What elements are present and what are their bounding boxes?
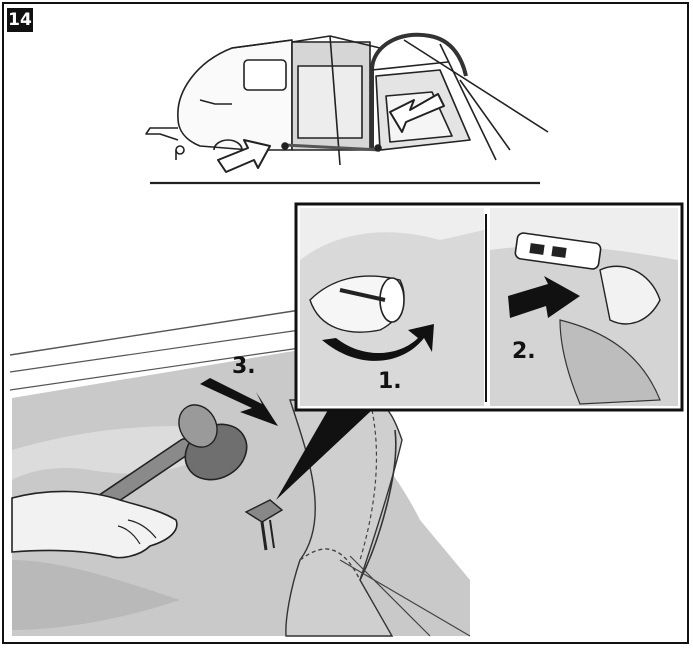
caravan-window — [244, 60, 286, 90]
detail-pull-strap: 2. — [490, 208, 678, 406]
step-2-label: 2. — [512, 339, 536, 364]
detail-inset: 1. 2. — [296, 204, 682, 410]
awning-window — [298, 66, 362, 138]
step-3-label: 3. — [232, 354, 256, 379]
detail-rotate-strap: 1. — [300, 208, 484, 406]
caravan-awning-overview — [146, 35, 548, 183]
step-1-label: 1. — [378, 369, 402, 394]
